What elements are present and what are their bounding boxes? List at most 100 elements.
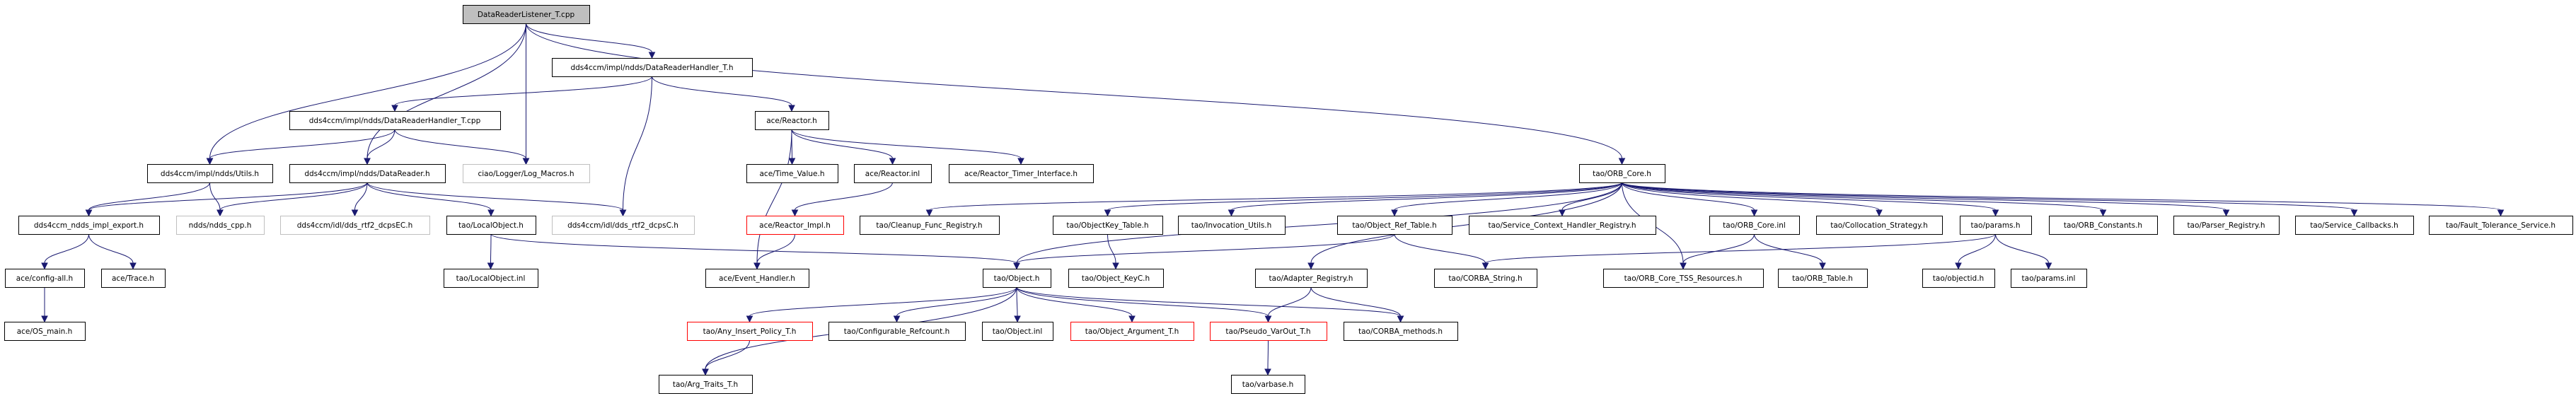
node-label: tao/Service_Context_Handler_Registry.h xyxy=(1488,221,1636,230)
node-label: ace/Reactor_Timer_Interface.h xyxy=(964,170,1078,178)
dependency-edge xyxy=(1016,286,1272,323)
graph-node-tss-resources[interactable]: tao/ORB_Core_TSS_Resources.h xyxy=(1603,269,1764,288)
graph-node-event-handler[interactable]: ace/Event_Handler.h xyxy=(705,269,809,288)
edge-line xyxy=(795,182,893,211)
graph-node-objectkey-table[interactable]: tao/ObjectKey_Table.h xyxy=(1053,216,1163,235)
node-box xyxy=(1603,269,1764,288)
arrowhead-icon xyxy=(619,209,627,217)
arrowhead-icon xyxy=(893,315,901,323)
node-box xyxy=(289,111,501,130)
graph-node-objectid[interactable]: tao/objectid.h xyxy=(1922,269,1995,288)
graph-node-collocation[interactable]: tao/Collocation_Strategy.h xyxy=(1816,216,1943,235)
edge-line xyxy=(1754,233,1823,264)
arrowhead-icon xyxy=(41,262,48,270)
graph-node-params-h[interactable]: tao/params.h xyxy=(1960,216,2032,235)
arrowhead-icon xyxy=(1264,368,1271,376)
graph-node-reactor-inl[interactable]: ace/Reactor.inl xyxy=(854,164,932,183)
graph-node-corba-string[interactable]: tao/CORBA_String.h xyxy=(1434,269,1537,288)
dependency-edge xyxy=(1264,286,1312,323)
node-box xyxy=(746,164,838,183)
graph-node-service-ctx[interactable]: tao/Service_Context_Handler_Registry.h xyxy=(1469,216,1656,235)
graph-node-drh-h[interactable]: dds4ccm/impl/ndds/DataReaderHandler_T.h xyxy=(552,58,753,77)
arrowhead-icon xyxy=(1750,209,1758,217)
graph-node-ndds-cpp[interactable]: ndds/ndds_cpp.h xyxy=(176,216,265,235)
node-box xyxy=(982,322,1053,341)
graph-node-drh-cpp[interactable]: dds4ccm/impl/ndds/DataReaderHandler_T.cp… xyxy=(289,111,501,130)
dependency-edge xyxy=(1307,182,1622,270)
graph-node-time-value[interactable]: ace/Time_Value.h xyxy=(746,164,838,183)
node-label: tao/Parser_Registry.h xyxy=(2187,221,2265,230)
graph-node-localobject-h[interactable]: tao/LocalObject.h xyxy=(446,216,536,235)
graph-node-dcpsEC[interactable]: dds4ccm/idl/dds_rtf2_dcpsEC.h xyxy=(280,216,430,235)
node-box xyxy=(1070,322,1194,341)
graph-node-object-h[interactable]: tao/Object.h xyxy=(983,269,1051,288)
graph-node-any-insert[interactable]: tao/Any_Insert_Policy_T.h xyxy=(687,322,813,341)
graph-node-dcpsC[interactable]: dds4ccm/idl/dds_rtf2_dcpsC.h xyxy=(552,216,695,235)
dependency-edge xyxy=(1622,182,2358,217)
graph-node-orb-constants[interactable]: tao/ORB_Constants.h xyxy=(2049,216,2158,235)
dependency-edge xyxy=(753,129,792,270)
node-box xyxy=(5,269,85,288)
arrowhead-icon xyxy=(1013,262,1020,270)
edge-line xyxy=(490,233,492,264)
node-box xyxy=(280,216,430,235)
graph-node-object-argument[interactable]: tao/Object_Argument_T.h xyxy=(1070,322,1194,341)
graph-node-reactor-h[interactable]: ace/Reactor.h xyxy=(755,111,829,130)
graph-node-config-refcount[interactable]: tao/Configurable_Refcount.h xyxy=(828,322,966,341)
graph-node-service-callbacks[interactable]: tao/Service_Callbacks.h xyxy=(2295,216,2414,235)
graph-node-adapter-registry[interactable]: tao/Adapter_Registry.h xyxy=(1255,269,1368,288)
arrowhead-icon xyxy=(1228,209,1235,217)
graph-node-orb-core-inl[interactable]: tao/ORB_Core.inl xyxy=(1709,216,1800,235)
dependency-edge xyxy=(893,286,1017,323)
arrowhead-icon xyxy=(1017,158,1024,165)
arrowhead-icon xyxy=(41,315,48,323)
graph-node-corba-methods[interactable]: tao/CORBA_methods.h xyxy=(1344,322,1458,341)
graph-node-datareader-h[interactable]: dds4ccm/impl/ndds/DataReader.h xyxy=(289,164,446,183)
edge-line xyxy=(756,233,795,264)
arrowhead-icon xyxy=(2350,209,2358,217)
edge-line xyxy=(1107,182,1622,211)
node-box xyxy=(1469,216,1656,235)
edge-line xyxy=(1622,182,2226,211)
graph-node-localobject-inl[interactable]: tao/LocalObject.inl xyxy=(444,269,538,288)
graph-node-object-ref-table[interactable]: tao/Object_Ref_Table.h xyxy=(1337,216,1452,235)
graph-node-root[interactable]: DataReaderListener_T.cpp xyxy=(463,5,590,24)
arrowhead-icon xyxy=(788,105,795,112)
graph-node-trace-h[interactable]: ace/Trace.h xyxy=(101,269,166,288)
edge-line xyxy=(896,286,1017,317)
edge-line xyxy=(88,182,210,211)
graph-node-invocation-utils[interactable]: tao/Invocation_Utils.h xyxy=(1178,216,1286,235)
graph-node-reactor-impl[interactable]: ace/Reactor_Impl.h xyxy=(746,216,844,235)
graph-node-reactor-timer[interactable]: ace/Reactor_Timer_Interface.h xyxy=(949,164,1094,183)
graph-node-utils-h[interactable]: dds4ccm/impl/ndds/Utils.h xyxy=(147,164,273,183)
edge-line xyxy=(1310,286,1401,317)
graph-node-varbase[interactable]: tao/varbase.h xyxy=(1231,375,1305,394)
node-label: tao/ORB_Constants.h xyxy=(2064,221,2142,230)
dependency-edge xyxy=(1394,233,1489,270)
arrowhead-icon xyxy=(351,209,359,217)
graph-node-log-macros[interactable]: ciao/Logger/Log_Macros.h xyxy=(463,164,590,183)
graph-node-orb-core-h[interactable]: tao/ORB_Core.h xyxy=(1579,164,1665,183)
edge-line xyxy=(219,182,368,211)
graph-node-object-inl[interactable]: tao/Object.inl xyxy=(982,322,1053,341)
node-label: dds4ccm/impl/ndds/DataReader.h xyxy=(304,170,429,178)
edge-line xyxy=(1485,233,1996,264)
graph-node-cleanup-func[interactable]: tao/Cleanup_Func_Registry.h xyxy=(860,216,1000,235)
node-box xyxy=(147,164,273,183)
dependency-edge xyxy=(925,182,1622,217)
graph-node-os-main[interactable]: ace/OS_main.h xyxy=(4,322,86,341)
graph-node-parser-registry[interactable]: tao/Parser_Registry.h xyxy=(2173,216,2280,235)
node-label: tao/params.h xyxy=(1970,221,2020,230)
graph-node-orb-table[interactable]: tao/ORB_Table.h xyxy=(1778,269,1868,288)
graph-node-arg-traits[interactable]: tao/Arg_Traits_T.h xyxy=(659,375,753,394)
graph-node-object-keyc[interactable]: tao/Object_KeyC.h xyxy=(1068,269,1164,288)
edge-line xyxy=(1622,182,1755,211)
graph-node-config-all[interactable]: ace/config-all.h xyxy=(5,269,85,288)
arrowhead-icon xyxy=(85,209,93,217)
graph-node-impl-export[interactable]: dds4ccm_ndds_impl_export.h xyxy=(18,216,160,235)
graph-node-fault-tolerance[interactable]: tao/Fault_Tolerance_Service.h xyxy=(2429,216,2573,235)
graph-node-params-inl[interactable]: tao/params.inl xyxy=(2011,269,2087,288)
node-label: tao/Cleanup_Func_Registry.h xyxy=(876,221,982,230)
node-label: ace/OS_main.h xyxy=(17,327,73,336)
graph-node-pseudo-varout[interactable]: tao/Pseudo_VarOut_T.h xyxy=(1210,322,1327,341)
